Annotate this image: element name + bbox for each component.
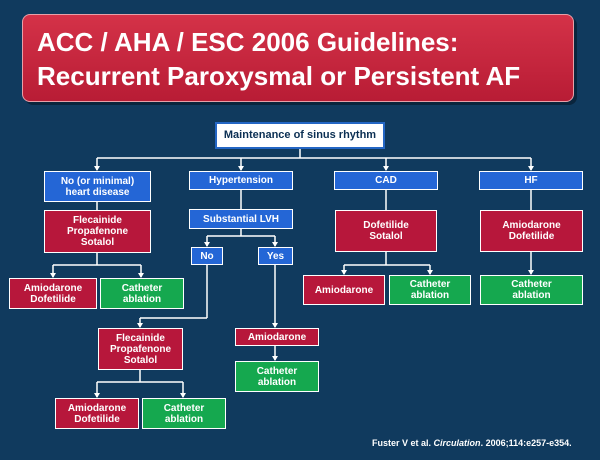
title-banner: ACC / AHA / ESC 2006 Guidelines: Recurre…	[22, 14, 574, 102]
hf-first-line-node: Amiodarone Dofetilide	[480, 210, 583, 252]
hf-node: HF	[479, 171, 583, 190]
hypertension-lvh-ablation-node: Catheter ablation	[235, 361, 319, 392]
title-line-2: Recurrent Paroxysmal or Persistent AF	[37, 61, 521, 91]
no-heart-disease-ablation-node: Catheter ablation	[100, 278, 184, 309]
hypertension-lvh-amiodarone-node: Amiodarone	[235, 328, 319, 346]
no-heart-disease-node: No (or minimal) heart disease	[44, 171, 151, 202]
hypertension-node: Hypertension	[189, 171, 293, 190]
cad-first-line-node: Dofetilide Sotalol	[335, 210, 437, 252]
maintenance-of-sinus-rhythm-node: Maintenance of sinus rhythm	[215, 122, 385, 149]
no-heart-disease-amiodarone-node: Amiodarone Dofetilide	[9, 278, 97, 309]
no-heart-disease-first-line-node: Flecainide Propafenone Sotalol	[44, 210, 151, 253]
cad-ablation-node: Catheter ablation	[389, 275, 471, 305]
hf-ablation-node: Catheter ablation	[480, 275, 583, 305]
lvh-yes-node: Yes	[258, 247, 293, 265]
cad-amiodarone-node: Amiodarone	[303, 275, 385, 305]
citation-journal: Circulation	[433, 438, 481, 448]
citation: Fuster V et al. Circulation. 2006;114:e2…	[372, 438, 572, 448]
citation-authors: Fuster V et al.	[372, 438, 432, 448]
title-line-1: ACC / AHA / ESC 2006 Guidelines:	[37, 27, 459, 57]
hypertension-no-lvh-ablation-node: Catheter ablation	[142, 398, 226, 429]
citation-details: . 2006;114:e257-e354.	[480, 438, 572, 448]
cad-node: CAD	[334, 171, 438, 190]
substantial-lvh-node: Substantial LVH	[189, 209, 293, 229]
lvh-no-node: No	[191, 247, 223, 265]
hypertension-no-lvh-first-line-node: Flecainide Propafenone Sotalol	[98, 328, 183, 370]
hypertension-no-lvh-amiodarone-node: Amiodarone Dofetilide	[55, 398, 139, 429]
